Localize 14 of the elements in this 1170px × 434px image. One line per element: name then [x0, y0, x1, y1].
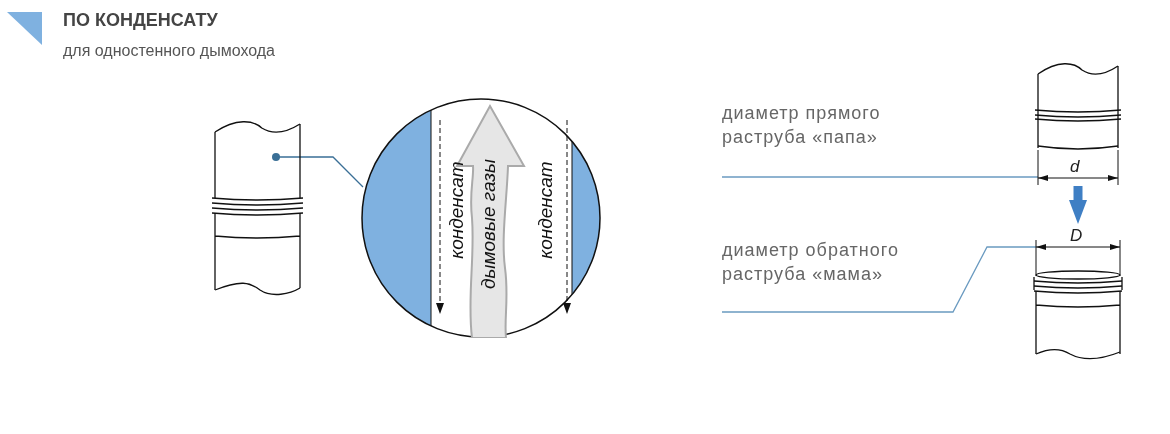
- dimension-label: d: [1070, 157, 1080, 177]
- callout-text: диаметр обратного раструба «мама»: [722, 239, 900, 286]
- leader-line: [721, 246, 1037, 313]
- flow-label: конденсат: [535, 161, 557, 259]
- dimension-label: D: [1070, 226, 1083, 246]
- title: ПО КОНДЕНСАТУ: [63, 10, 218, 31]
- flow-label: конденсат: [446, 161, 468, 259]
- leader-line: [272, 153, 364, 188]
- subtitle: для одностенного дымохода: [63, 42, 275, 60]
- leader-line: [721, 176, 1039, 178]
- callout-text: диаметр прямого раструба «папа»: [722, 102, 882, 149]
- arrow: [1069, 186, 1087, 224]
- flow-label: дымовые газы: [478, 159, 500, 289]
- pipe-drawing: [211, 121, 304, 296]
